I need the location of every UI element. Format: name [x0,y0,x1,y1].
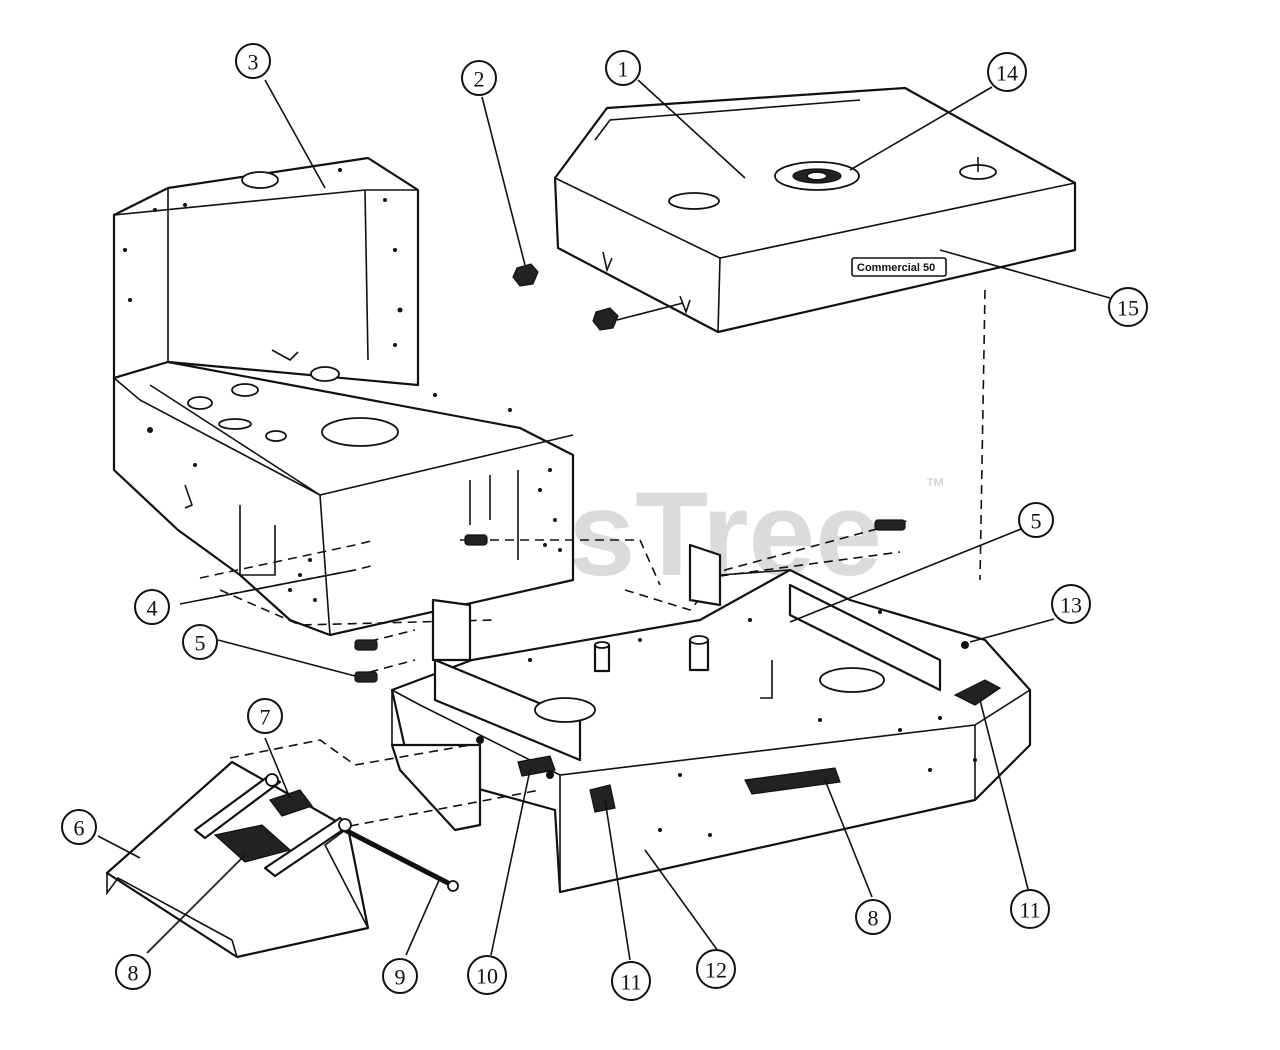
callout-1: 1 [605,50,641,86]
callout-11a: 11 [611,961,651,1001]
callout-7: 7 [247,698,283,734]
callout-12: 12 [696,949,736,989]
callout-15: 15 [1108,287,1148,327]
callout-8b-label: 8 [868,906,879,931]
callout-11b: 11 [1010,889,1050,929]
callout-10: 10 [467,955,507,995]
part-7-spring [269,789,313,817]
callout-14-label: 14 [996,61,1018,86]
callout-8a-label: 8 [128,961,139,986]
part-10-decal [517,755,556,777]
part-15-badge [851,257,947,277]
callout-8a: 8 [115,954,151,990]
callout-14: 14 [987,52,1027,92]
callout-2-label: 2 [474,67,485,92]
callout-4-label: 4 [147,596,158,621]
callout-3: 3 [235,43,271,79]
part-1-top-cover: Commercial 50 [553,86,1077,334]
part-11-decal-right [953,679,1002,706]
callout-6-label: 6 [74,816,85,841]
part-8-decal-deck [744,767,841,795]
callout-10-label: 10 [476,964,498,989]
callout-11a-label: 11 [620,970,641,995]
callout-6: 6 [61,809,97,845]
part-6-foot-plate [105,739,541,959]
callout-2: 2 [461,60,497,96]
badge-label: Commercial 50 [857,262,935,274]
callout-11b-label: 11 [1019,898,1040,923]
callout-15-label: 15 [1117,296,1139,321]
callout-5a-label: 5 [195,631,206,656]
callout-9: 9 [382,958,418,994]
callout-3-label: 3 [248,50,259,75]
callout-7-label: 7 [260,705,271,730]
callout-5a: 5 [182,624,218,660]
callout-13: 13 [1051,584,1091,624]
part-2-knobs [512,263,684,331]
callout-9-label: 9 [395,965,406,990]
leader-lines [97,79,1111,961]
part-3-frame [112,156,575,637]
callout-5b-label: 5 [1031,509,1042,534]
watermark-trademark: ™ [925,475,945,497]
callout-4: 4 [134,589,170,625]
part-11-decal-front [589,784,616,813]
callout-1-label: 1 [618,57,629,82]
part-8-decal-foot [213,824,292,863]
callout-12-label: 12 [705,958,727,983]
callout-5b: 5 [1018,502,1054,538]
part-12-deck [390,543,1032,894]
part-9-pin [343,827,454,888]
callout-13-label: 13 [1060,593,1082,618]
callout-8b: 8 [855,899,891,935]
